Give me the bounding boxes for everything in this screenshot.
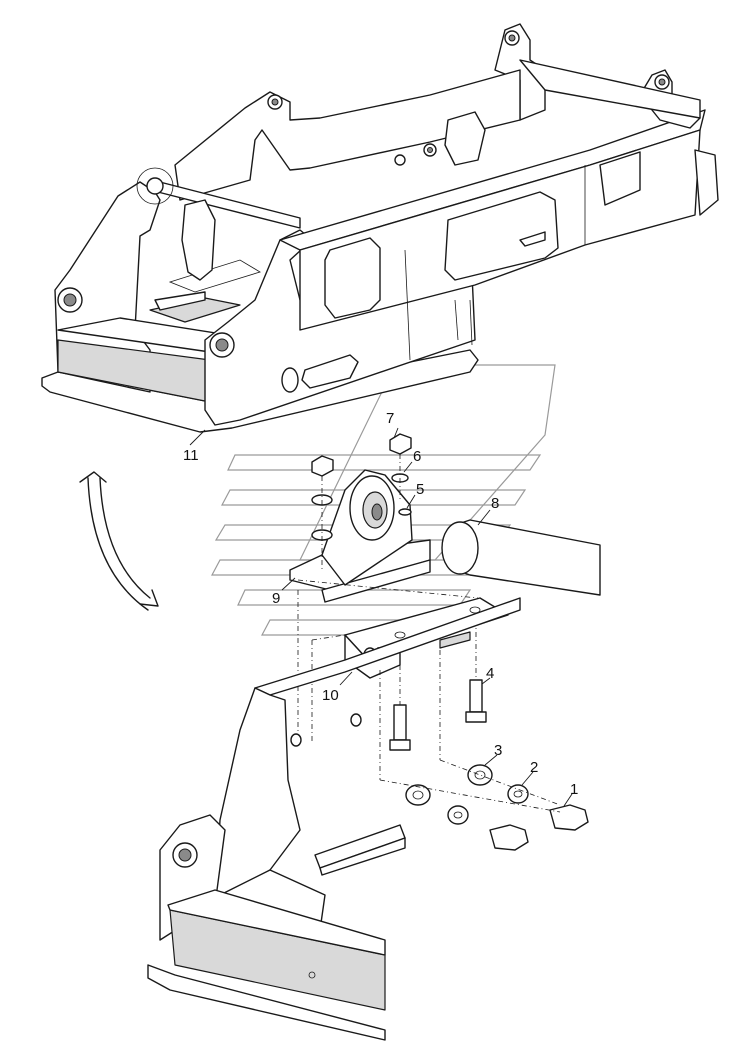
callout-11: 11 — [183, 447, 199, 464]
callout-2: 2 — [530, 759, 538, 776]
assembly-direction-arrow — [79, 471, 159, 611]
callout-labels: 11 7 6 5 8 9 10 4 3 2 1 — [183, 410, 578, 807]
frame-detail-view — [147, 597, 521, 1041]
callout-6: 6 — [413, 448, 421, 465]
callout-5: 5 — [416, 481, 424, 498]
callout-7: 7 — [386, 410, 394, 427]
callout-4: 4 — [486, 665, 494, 682]
callout-9: 9 — [272, 590, 280, 607]
main-frame-assembly — [41, 23, 719, 433]
callout-8: 8 — [491, 495, 499, 512]
callout-3: 3 — [494, 742, 502, 759]
bearing-bracket-assembly — [289, 433, 601, 851]
callout-10: 10 — [322, 687, 339, 704]
callout-1: 1 — [570, 781, 578, 798]
